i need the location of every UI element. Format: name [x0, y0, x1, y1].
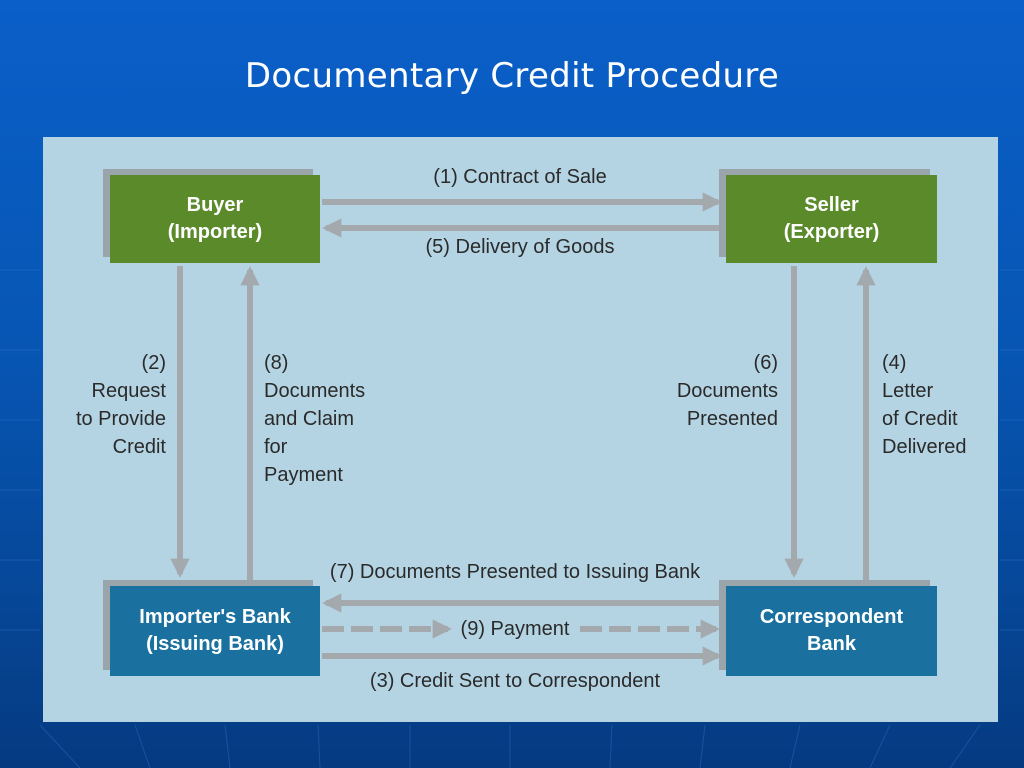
step-4-label: (4) Letter of Credit Delivered — [882, 349, 992, 461]
step-4-line: of Credit — [882, 408, 958, 430]
seller-label-line2: (Exporter) — [783, 221, 880, 243]
step-4-line: Letter — [882, 380, 934, 402]
step-1-line: (1) Contract of Sale — [433, 166, 607, 188]
step-4-line: (4) — [882, 352, 907, 374]
step-8-line: Documents — [264, 380, 366, 402]
step-5-label: (5) Delivery of Goods — [380, 233, 660, 261]
step-6-line: (6) — [753, 352, 778, 374]
step-7-line: (7) Documents Presented to Issuing Bank — [329, 561, 701, 583]
step-6-label: (6) Documents Presented — [640, 349, 778, 433]
correspondent-bank-label-line1: Correspondent — [759, 606, 904, 628]
buyer-label-line2: (Importer) — [167, 221, 263, 243]
importers-bank-box: Importer's Bank (Issuing Bank) — [110, 586, 320, 676]
step-2-line: to Provide — [75, 408, 166, 430]
step-8-line: for — [264, 436, 288, 458]
step-8-line: and Claim — [264, 408, 355, 430]
step-9-label: (9) Payment — [452, 615, 578, 643]
correspondent-bank-label-line2: Bank — [807, 633, 856, 655]
buyer-label-line1: Buyer — [186, 194, 244, 216]
importers-bank-label-line1: Importer's Bank — [139, 606, 291, 628]
correspondent-bank-box: Correspondent Bank — [726, 586, 937, 676]
step-2-line: (2) — [141, 352, 166, 374]
step-3-line: (3) Credit Sent to Correspondent — [369, 670, 661, 692]
step-1-label: (1) Contract of Sale — [380, 163, 660, 191]
step-8-line: Payment — [264, 464, 343, 486]
seller-box: Seller (Exporter) — [726, 175, 937, 263]
step-9-line: (9) Payment — [460, 618, 570, 640]
step-6-line: Documents — [676, 380, 778, 402]
importers-bank-label-line2: (Issuing Bank) — [146, 633, 284, 655]
seller-label-line1: Seller — [804, 194, 859, 216]
step-3-label: (3) Credit Sent to Correspondent — [330, 667, 700, 695]
step-7-label: (7) Documents Presented to Issuing Bank — [300, 558, 730, 586]
step-8-line: (8) — [264, 352, 289, 374]
step-5-line: (5) Delivery of Goods — [425, 236, 615, 258]
step-2-label: (2) Request to Provide Credit — [60, 349, 166, 461]
step-4-line: Delivered — [882, 436, 967, 458]
slide-title: Documentary Credit Procedure — [244, 56, 780, 96]
step-6-line: Presented — [686, 408, 778, 430]
step-8-label: (8) Documents and Claim for Payment — [264, 349, 394, 489]
step-2-line: Credit — [112, 436, 166, 458]
step-2-line: Request — [91, 380, 167, 402]
buyer-box: Buyer (Importer) — [110, 175, 320, 263]
